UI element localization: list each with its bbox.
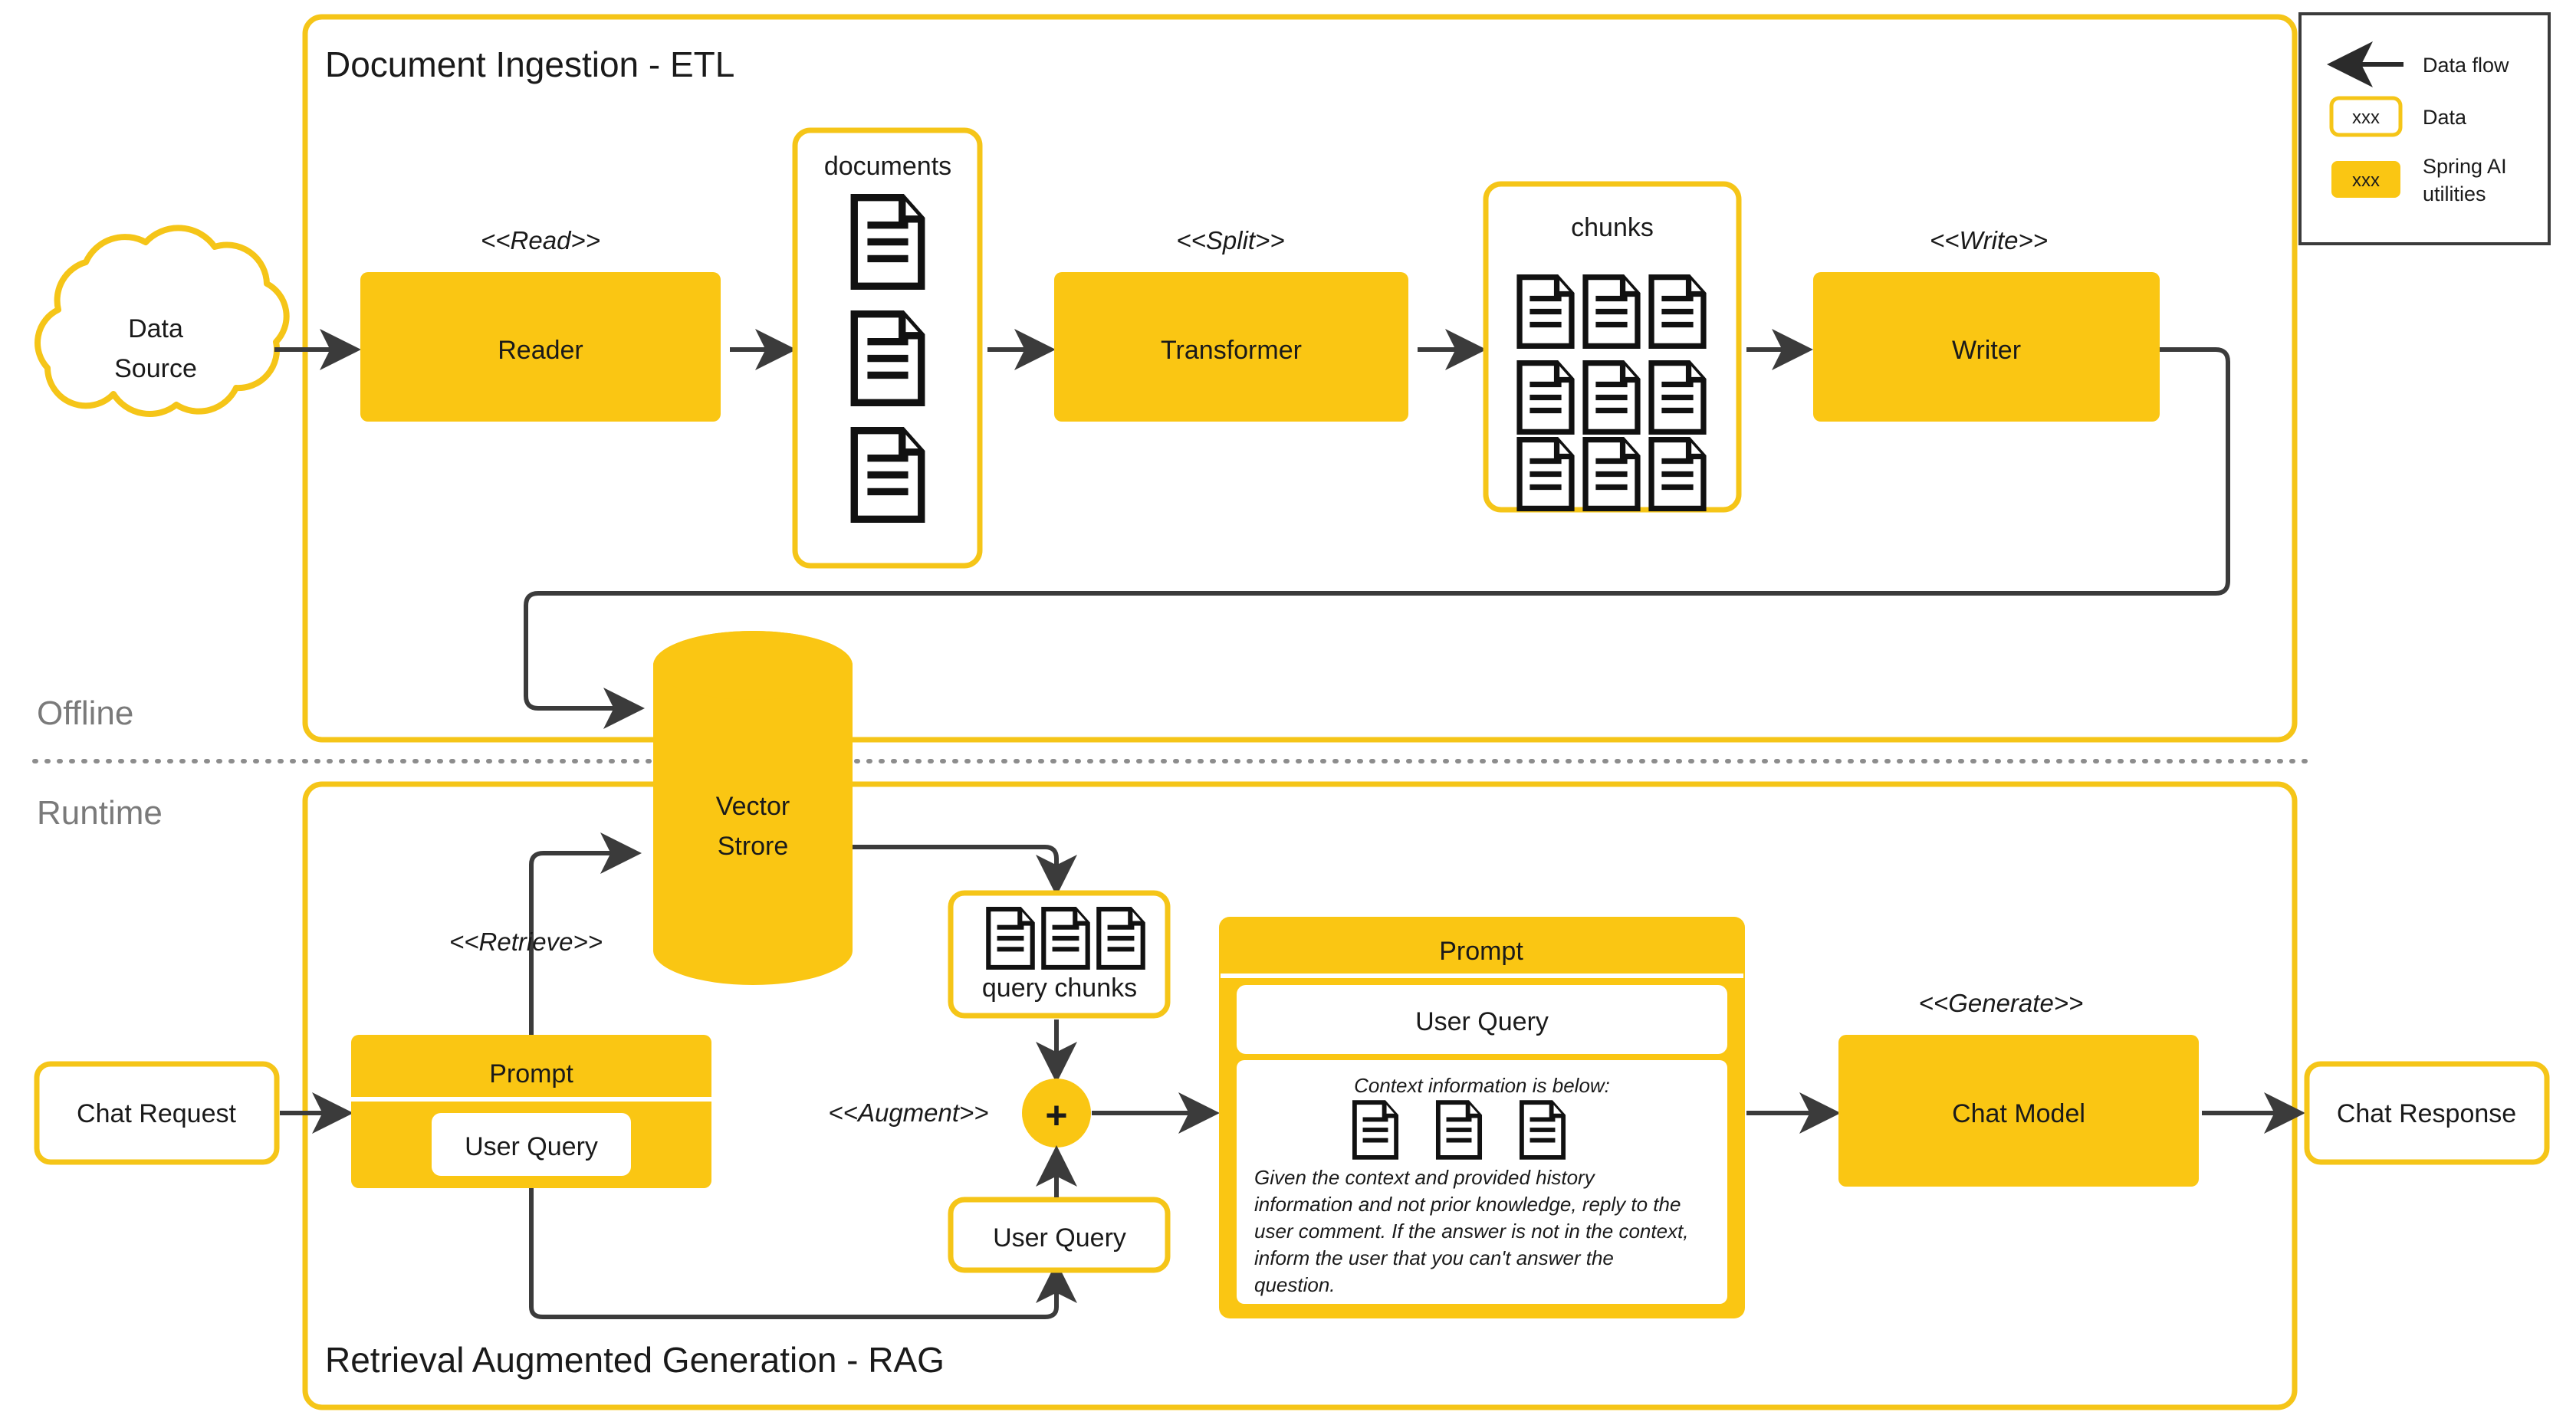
prompt-box-small[interactable]: Prompt User Query: [351, 1035, 711, 1188]
chat-response-label: Chat Response: [2337, 1099, 2516, 1128]
data-source-line1: Data: [128, 314, 183, 343]
chunk-icon: [1585, 277, 1638, 346]
vector-store-line2: Strore: [718, 832, 789, 861]
legend-data-sample: xxx: [2352, 107, 2380, 128]
query-chunks-label: query chunks: [982, 974, 1137, 1003]
stereotype-write: <<Write>>: [1930, 226, 2048, 254]
node-writer[interactable]: Writer: [1813, 272, 2160, 422]
chat-request-box[interactable]: Chat Request: [34, 1061, 280, 1165]
node-reader[interactable]: Reader: [360, 272, 721, 422]
context-doc-icon: [1355, 1102, 1396, 1157]
legend-panel: Data flow xxx Data xxx Spring AI utiliti…: [2298, 12, 2551, 245]
node-writer-label: Writer: [1952, 336, 2021, 365]
vector-store[interactable]: Vector Strore: [653, 631, 853, 985]
legend-utilities-label-line1: Spring AI: [2423, 155, 2507, 178]
rag-title: Retrieval Augmented Generation - RAG: [325, 1340, 945, 1380]
query-chunk-icon: [988, 909, 1032, 967]
arrow-vectorstore-to-query-chunks: [853, 845, 1077, 896]
etl-title: Document Ingestion - ETL: [325, 44, 734, 84]
etl-container: Document Ingestion - ETL: [302, 14, 2298, 743]
prompt-box-large[interactable]: Prompt User Query Context information is…: [1219, 917, 1745, 1318]
legend-data-label: Data: [2423, 106, 2467, 129]
prompt-small-header: Prompt: [489, 1059, 573, 1088]
plus-symbol: +: [1045, 1094, 1067, 1137]
chunk-icon: [1520, 277, 1572, 346]
stereotype-read: <<Read>>: [481, 226, 600, 254]
chat-response-box[interactable]: Chat Response: [2304, 1061, 2550, 1165]
phase-offline-label: Offline: [37, 694, 133, 732]
stereotype-augment: <<Augment>>: [828, 1098, 988, 1127]
prompt-small-user-query: User Query: [465, 1132, 598, 1161]
query-chunk-icon: [1099, 909, 1142, 967]
context-doc-icon: [1522, 1102, 1563, 1157]
arrow-retrieve: [529, 832, 642, 1035]
chunks-box: chunks: [1483, 181, 1742, 513]
chunk-icon: [1585, 363, 1638, 432]
data-source-cloud: Data Source: [34, 225, 290, 417]
user-query-box-label: User Query: [993, 1223, 1126, 1253]
document-icon: [854, 198, 922, 287]
query-chunk-icon: [1043, 909, 1087, 967]
chat-request-label: Chat Request: [77, 1099, 236, 1128]
context-body-line-4: question.: [1254, 1273, 1336, 1296]
chunks-label: chunks: [1571, 213, 1654, 242]
context-body-line-3: inform the user that you can't answer th…: [1254, 1246, 1614, 1269]
node-chat-model-label: Chat Model: [1952, 1099, 2085, 1128]
context-intro: Context information is below:: [1354, 1074, 1610, 1097]
query-chunks-box: query chunks: [948, 890, 1171, 1019]
context-body-line-1: information and not prior knowledge, rep…: [1254, 1193, 1681, 1216]
document-icon: [854, 314, 922, 403]
context-body-line-2: user comment. If the answer is not in th…: [1254, 1220, 1689, 1243]
chunk-icon: [1520, 363, 1572, 432]
legend-flow-label: Data flow: [2423, 54, 2509, 77]
user-query-box[interactable]: User Query: [948, 1197, 1171, 1273]
prompt-large-user-query: User Query: [1415, 1007, 1549, 1036]
stereotype-generate: <<Generate>>: [1919, 989, 2084, 1017]
context-doc-icon: [1438, 1102, 1480, 1157]
node-transformer-label: Transformer: [1161, 336, 1302, 365]
chunk-icon: [1520, 440, 1572, 509]
documents-label: documents: [824, 152, 951, 181]
node-transformer[interactable]: Transformer: [1054, 272, 1408, 422]
chunk-icon: [1651, 440, 1704, 509]
vector-store-line1: Vector: [716, 792, 790, 821]
context-body-line-0: Given the context and provided history: [1254, 1166, 1596, 1189]
stereotype-split: <<Split>>: [1176, 226, 1284, 254]
legend-data-swatch: [2329, 96, 2403, 137]
legend-utilities-swatch: [2331, 161, 2400, 198]
stereotype-retrieve: <<Retrieve>>: [449, 928, 603, 956]
node-reader-label: Reader: [498, 336, 583, 365]
chunk-icon: [1585, 440, 1638, 509]
chunk-icon: [1651, 363, 1704, 432]
phase-runtime-label: Runtime: [37, 794, 163, 832]
legend-utilities-label-line2: utilities: [2423, 182, 2486, 205]
arrow-writer-to-vectorstore: [524, 347, 2230, 729]
documents-box: documents: [792, 127, 983, 569]
data-source-line2: Source: [114, 354, 197, 383]
prompt-large-header: Prompt: [1439, 937, 1523, 966]
arrow-prompt-to-user-query: [529, 1188, 1077, 1319]
document-icon: [854, 431, 922, 520]
augment-plus-node[interactable]: +: [1022, 1079, 1091, 1148]
legend-utilities-sample: xxx: [2352, 170, 2380, 191]
chunk-icon: [1651, 277, 1704, 346]
node-chat-model[interactable]: Chat Model: [1838, 1035, 2199, 1187]
